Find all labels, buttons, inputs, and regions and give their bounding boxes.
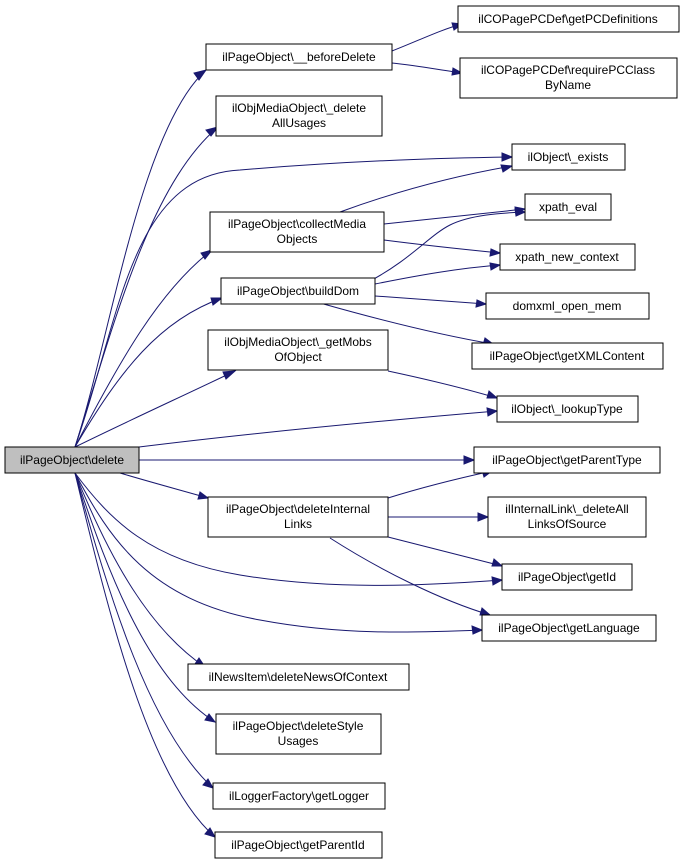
node-label-line2: LinksOfSource xyxy=(528,517,607,531)
node-delete[interactable]: ilPageObject\delete xyxy=(4,446,140,474)
node-label-line2: Objects xyxy=(277,232,318,246)
edge-deleteInternalLinks-to-getParentType xyxy=(387,469,494,499)
edge-buildDom-to-xpathEval xyxy=(369,208,527,282)
edge-delete-to-deleteInternalLinks xyxy=(119,472,210,500)
node-get-pc-definitions[interactable]: ilCOPagePCDef\getPCDefinitions xyxy=(457,5,680,33)
node-label: ilCOPagePCDef\requirePCClass xyxy=(481,63,655,77)
edge-buildDom-to-domxmlOpenMem xyxy=(374,295,488,308)
edge-delete-to-deleteStyleUsages xyxy=(74,472,217,723)
node-label-line2: Usages xyxy=(278,734,319,748)
node-label: ilInternalLink\_deleteAll xyxy=(505,502,628,516)
node-xpath-new-context[interactable]: xpath_new_context xyxy=(499,243,636,271)
node-label: ilPageObject\getParentId xyxy=(231,838,364,852)
node-get-logger[interactable]: ilLoggerFactory\getLogger xyxy=(212,782,386,810)
node-require-pc-class-by-name[interactable]: ilCOPagePCDef\requirePCClass ByName xyxy=(459,57,678,99)
node-get-parent-id[interactable]: ilPageObject\getParentId xyxy=(214,831,383,859)
edge-buildDom-to-xpathNewContext xyxy=(374,262,502,285)
node-label: ilCOPagePCDef\getPCDefinitions xyxy=(478,12,657,26)
edge-delete-to-getMobsOfObject xyxy=(74,370,237,448)
node-label: ilLoggerFactory\getLogger xyxy=(229,789,369,803)
edge-delete-to-deleteNewsOfContext xyxy=(74,472,207,668)
edge-delete-to-getParentId xyxy=(74,472,217,838)
edge-delete-to-getLogger xyxy=(74,472,215,789)
node-label: ilObjMediaObject\_getMobs xyxy=(224,335,371,349)
node-get-id[interactable]: ilPageObject\getId xyxy=(501,563,633,591)
node-get-mobs-of-object[interactable]: ilObjMediaObject\_getMobs OfObject xyxy=(207,329,389,371)
edge-deleteInternalLinks-to-getId xyxy=(387,536,504,567)
node-get-parent-type[interactable]: ilPageObject\getParentType xyxy=(473,446,661,474)
node-exists[interactable]: ilObject\_exists xyxy=(511,143,626,171)
node-get-language[interactable]: ilPageObject\getLanguage xyxy=(481,614,657,642)
edge-collectMediaObjects-to-xpathNewContext xyxy=(383,239,502,257)
node-build-dom[interactable]: ilPageObject\buildDom xyxy=(220,277,376,305)
node-label-line2: ByName xyxy=(545,78,591,92)
node-label: ilPageObject\getXMLContent xyxy=(490,349,645,363)
node-domxml-open-mem[interactable]: domxml_open_mem xyxy=(485,292,650,320)
node-label: ilObjMediaObject\_delete xyxy=(232,101,366,115)
node-label-line2: AllUsages xyxy=(272,116,326,130)
node-get-xml-content[interactable]: ilPageObject\getXMLContent xyxy=(471,342,664,370)
node-label: ilPageObject\buildDom xyxy=(237,284,359,298)
node-collect-media-objects[interactable]: ilPageObject\collectMedia Objects xyxy=(209,211,385,253)
edge-beforeDelete-to-requirePCClassByName xyxy=(391,62,464,76)
node-xpath-eval[interactable]: xpath_eval xyxy=(524,193,612,221)
node-label: ilPageObject\deleteStyle xyxy=(233,719,364,733)
edge-deleteInternalLinks-to-deleteAllLinksOfSource xyxy=(388,512,490,522)
edge-getMobsOfObject-to-lookupType xyxy=(387,370,499,399)
node-label: xpath_new_context xyxy=(515,250,619,264)
edge-collectMediaObjects-to-exists xyxy=(339,164,514,213)
edge-delete-to-collectMediaObjects xyxy=(74,249,214,448)
edge-delete-to-lookupType xyxy=(138,407,499,448)
edge-delete-to-exists xyxy=(74,152,514,448)
node-label: ilPageObject\getId xyxy=(518,570,616,584)
node-label: domxml_open_mem xyxy=(513,299,622,313)
node-label: ilPageObject\delete xyxy=(20,453,124,467)
node-before-delete[interactable]: ilPageObject\__beforeDelete xyxy=(205,43,393,71)
node-label: ilPageObject\getLanguage xyxy=(498,621,640,635)
node-label-line2: OfObject xyxy=(274,350,322,364)
edge-collectMediaObjects-to-xpathEval xyxy=(383,206,527,225)
node-delete-all-usages[interactable]: ilObjMediaObject\_delete AllUsages xyxy=(215,95,383,137)
node-delete-all-links-of-source[interactable]: ilInternalLink\_deleteAll LinksOfSource xyxy=(487,496,647,538)
edge-delete-to-beforeDelete xyxy=(74,69,208,448)
node-delete-style-usages[interactable]: ilPageObject\deleteStyle Usages xyxy=(215,713,382,755)
edge-beforeDelete-to-getPCDefinitions xyxy=(391,22,464,52)
node-label: xpath_eval xyxy=(539,200,597,214)
edge-deleteInternalLinks-to-getLanguage xyxy=(329,537,492,616)
edge-delete-to-getParentType xyxy=(139,455,476,465)
node-delete-internal-links[interactable]: ilPageObject\deleteInternal Links xyxy=(207,496,389,538)
edge-delete-to-buildDom xyxy=(74,297,224,448)
edge-delete-to-deleteAllUsages xyxy=(74,126,220,448)
node-label: ilNewsItem\deleteNewsOfContext xyxy=(209,670,388,684)
node-label: ilPageObject\__beforeDelete xyxy=(222,50,376,64)
node-delete-news-of-context[interactable]: ilNewsItem\deleteNewsOfContext xyxy=(187,663,410,691)
node-label: ilPageObject\collectMedia xyxy=(228,217,366,231)
node-label: ilObject\_lookupType xyxy=(511,402,623,416)
node-lookup-type[interactable]: ilObject\_lookupType xyxy=(496,395,639,423)
node-label: ilPageObject\getParentType xyxy=(492,453,642,467)
node-label: ilPageObject\deleteInternal xyxy=(226,502,370,516)
node-label: ilObject\_exists xyxy=(528,150,609,164)
edge-delete-to-getId xyxy=(74,472,504,586)
edge-delete-to-getLanguage xyxy=(74,472,484,635)
node-label-line2: Links xyxy=(284,517,312,531)
